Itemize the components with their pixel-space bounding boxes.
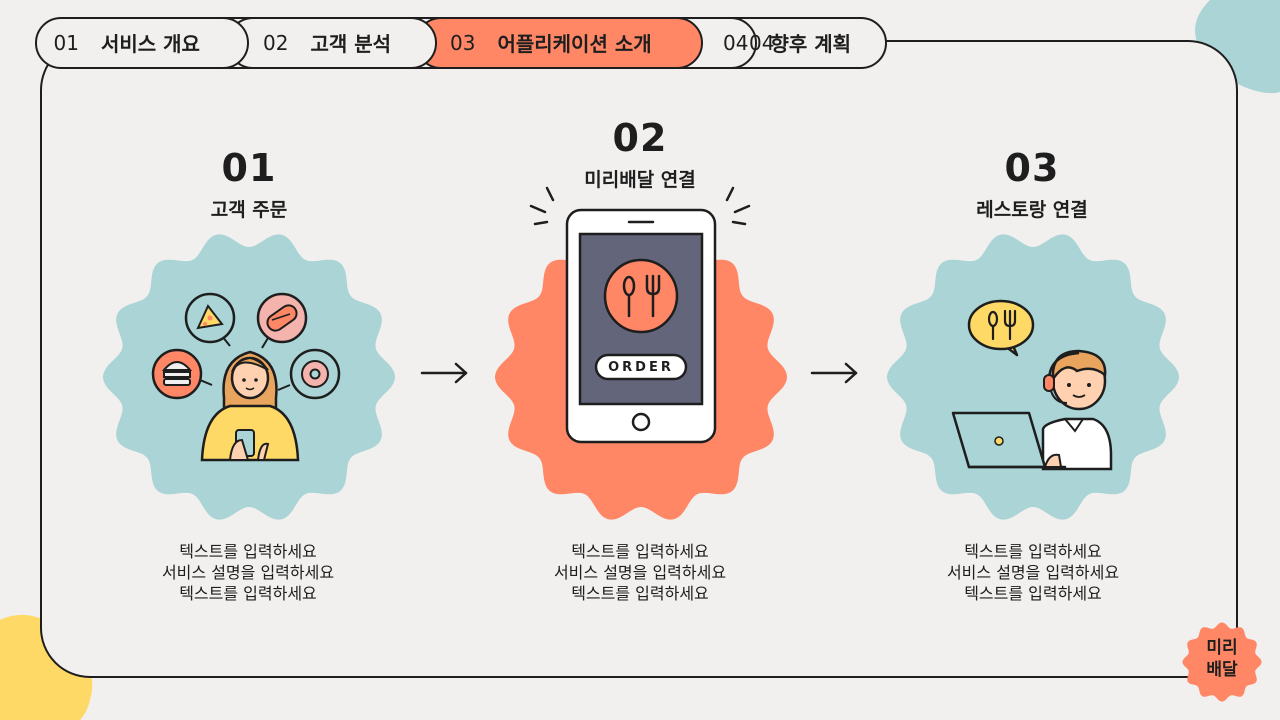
donut-icon <box>289 348 341 400</box>
desc-line: 텍스트를 입력하세요 <box>964 584 1102 603</box>
utensils-icon <box>603 258 679 334</box>
order-button[interactable]: ORDER <box>608 360 674 375</box>
customer-avatar <box>200 350 300 462</box>
step-desc-2: 텍스트를 입력하세요 서비스 설명을 입력하세요 텍스트를 입력하세요 <box>490 541 790 604</box>
smartphone-icon <box>565 208 717 444</box>
step-title-1: 고객 주문 <box>210 199 288 221</box>
utensils-icon <box>967 299 1035 357</box>
pizza-icon <box>184 292 236 344</box>
desc-line: 텍스트를 입력하세요 <box>179 584 317 603</box>
brand-badge <box>1182 622 1262 702</box>
step-desc-3: 텍스트를 입력하세요 서비스 설명을 입력하세요 텍스트를 입력하세요 <box>883 541 1183 604</box>
step-desc-1: 텍스트를 입력하세요 서비스 설명을 입력하세요 텍스트를 입력하세요 <box>98 541 398 604</box>
burger-icon <box>151 348 203 400</box>
step-title-3: 레스토랑 연결 <box>976 199 1088 221</box>
desc-line: 서비스 설명을 입력하세요 <box>946 563 1120 582</box>
tab-number: 04 <box>723 30 749 55</box>
tab-app-intro[interactable]: 03 어플리케이션 소개 <box>415 19 703 67</box>
desc-line: 텍스트를 입력하세요 <box>571 584 709 603</box>
desc-line: 텍스트를 입력하세요 <box>964 542 1102 561</box>
tab-number: 04 <box>749 30 775 55</box>
laptop-icon <box>951 411 1067 469</box>
desc-line: 텍스트를 입력하세요 <box>571 542 709 561</box>
step-title-2: 미리배달 연결 <box>584 169 696 191</box>
customer-order-illustration <box>151 292 341 462</box>
step-number-1: 01 <box>221 146 277 190</box>
tab-future-plans[interactable]: 04 향후 계획 <box>677 19 885 67</box>
hotdog-icon <box>256 292 308 344</box>
tab-customer-analysis[interactable]: 02 고객 분석 <box>227 19 437 67</box>
desc-line: 서비스 설명을 입력하세요 <box>161 563 335 582</box>
step-number-2: 02 <box>612 116 668 160</box>
restaurant-agent-illustration <box>951 299 1113 471</box>
corner-blob-bottom-left <box>0 614 93 720</box>
tab-number: 03 <box>450 30 476 55</box>
tab-number: 01 <box>53 30 79 55</box>
section-tabs: 04 04 향후 계획 03 어플리케이션 소개 02 고객 분석 01 서비스… <box>35 17 887 69</box>
tab-label: 어플리케이션 소개 <box>497 32 652 56</box>
tab-label: 서비스 개요 <box>100 32 200 56</box>
arrow-right-icon <box>810 362 858 384</box>
badge-line: 미리 <box>1206 638 1238 658</box>
badge-line: 배달 <box>1206 660 1238 680</box>
desc-line: 텍스트를 입력하세요 <box>179 542 317 561</box>
step-number-3: 03 <box>1004 146 1060 190</box>
brand-badge-text: 미리 배달 <box>1182 637 1262 681</box>
desc-line: 서비스 설명을 입력하세요 <box>553 563 727 582</box>
tab-label: 향후 계획 <box>770 32 852 56</box>
tab-number: 02 <box>263 30 289 55</box>
arrow-right-icon <box>420 362 468 384</box>
tab-overview[interactable]: 01 서비스 개요 <box>37 19 249 67</box>
attention-lines <box>529 186 751 226</box>
headset-agent-icon <box>1041 349 1113 471</box>
tab-label: 고객 분석 <box>310 32 392 56</box>
